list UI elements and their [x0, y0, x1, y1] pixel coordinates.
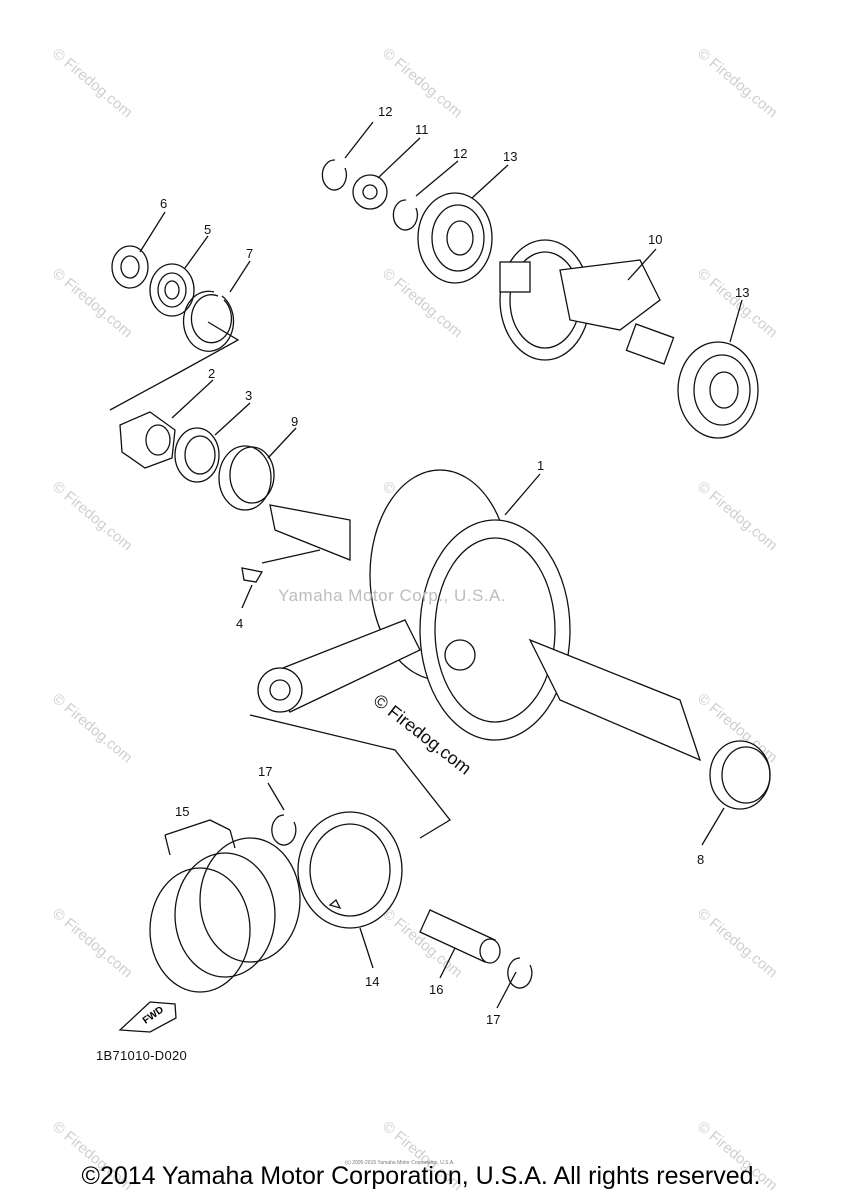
callout-12b: 12: [453, 146, 468, 161]
part-11-gear: [352, 174, 388, 210]
callout-6: 6: [160, 196, 168, 211]
callout-11: 11: [415, 122, 429, 137]
part-8-sleeve: [709, 740, 771, 810]
callout-12a: 12: [378, 104, 393, 119]
part-9-sleeve: [218, 445, 275, 511]
copyright-notice: ©2014 Yamaha Motor Corporation, U.S.A. A…: [81, 1162, 761, 1190]
callout-13b: 13: [735, 285, 750, 300]
part-14-piston: [297, 811, 403, 929]
drawing-code: 1B71010-D020: [96, 1048, 188, 1063]
part-12-circlip: [321, 159, 348, 191]
leader-bracket: [109, 321, 240, 411]
callout-2: 2: [208, 366, 216, 381]
part-10-balancer-shaft: [499, 239, 675, 365]
callout-17b: 17: [486, 1012, 501, 1027]
leader-bracket: [249, 714, 451, 839]
part-15-piston-rings: [149, 837, 301, 993]
part-16-piston-pin: [419, 909, 501, 964]
part-7-circlip: [182, 290, 235, 352]
callout-3: 3: [245, 388, 253, 403]
callout-14: 14: [365, 974, 380, 989]
part-17-clip: [507, 957, 533, 989]
callout-7: 7: [246, 246, 254, 261]
part-5-bearing: [149, 263, 195, 317]
callout-9: 9: [291, 414, 299, 429]
callout-5: 5: [204, 222, 212, 237]
leader-lines: [139, 121, 743, 1009]
callout-15: 15: [175, 804, 190, 819]
part-13-bearing: [677, 341, 759, 439]
callout-8: 8: [697, 852, 705, 867]
part-6-washer: [111, 245, 149, 289]
fine-print: (c) 2005-2015 Yamaha Motor Corporation, …: [345, 1160, 455, 1166]
part-12-circlip: [392, 199, 419, 231]
fwd-arrow-icon: [118, 1001, 177, 1033]
leader-bracket: [164, 819, 231, 836]
callout-16: 16: [429, 982, 444, 997]
callout-4: 4: [236, 616, 244, 631]
part-4-key: [241, 567, 264, 583]
callout-10: 10: [648, 232, 663, 247]
part-17-clip: [271, 814, 297, 846]
watermark-center: Yamaha Motor Corp., U.S.A.: [278, 586, 507, 605]
callout-17a: 17: [258, 764, 273, 779]
part-3-washer: [174, 427, 220, 483]
part-13-bearing: [417, 192, 493, 284]
callout-1: 1: [537, 458, 545, 473]
part-2-nut: [119, 411, 176, 469]
part-1-crankshaft: [257, 469, 702, 762]
callout-13a: 13: [503, 149, 518, 164]
